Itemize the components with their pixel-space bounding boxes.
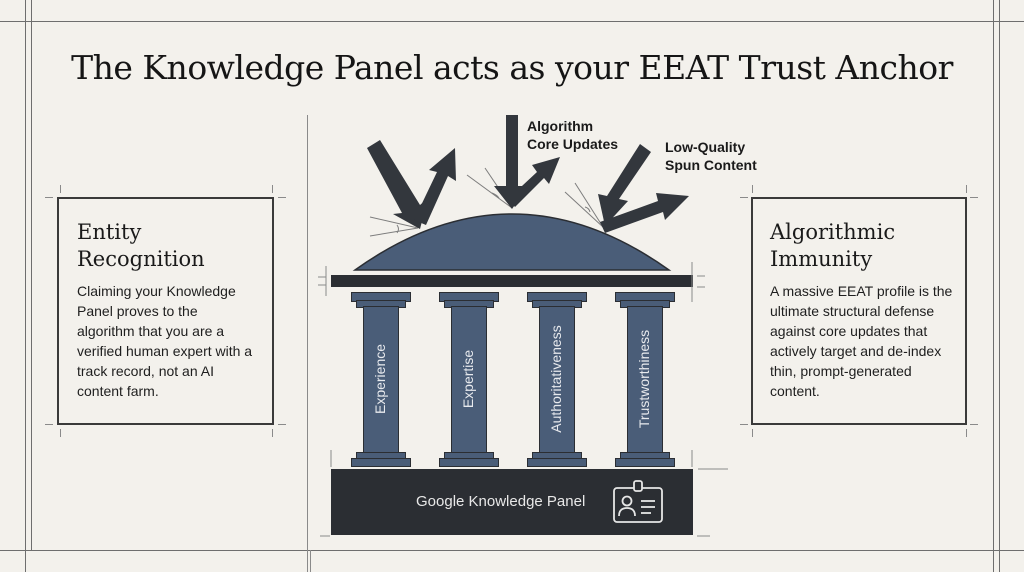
arrow-in-left [367,140,428,229]
frame-line-right-outer [999,0,1000,572]
corner-tick [45,424,53,425]
algorithm-core-updates-label: Algorithm Core Updates [527,117,618,153]
low-quality-spun-content-label: Low-Quality Spun Content [665,138,757,174]
pillar-label: Expertise [460,349,476,409]
corner-tick [278,197,286,198]
heading-line: Algorithmic [770,220,896,244]
frame-line-left-inner [31,0,32,551]
heading-line: Immunity [770,247,873,271]
deflection-arrows [367,115,689,233]
corner-tick [740,424,748,425]
corner-tick [752,429,753,437]
entablature-beam [331,275,693,287]
pillar-label: Experience [372,343,388,415]
label-line: Spun Content [665,157,757,173]
label-line: Low-Quality [665,139,746,155]
label-line: Core Updates [527,136,619,152]
corner-tick [740,197,748,198]
corner-tick [60,429,61,437]
pillar-label: Authoritativeness [548,325,564,433]
corner-tick [272,429,273,437]
frame-line-right-inner [993,0,994,572]
id-badge-icon [613,480,663,523]
entity-recognition-body: Claiming your Knowledge Panel proves to … [77,283,253,399]
dome-shape [352,213,672,271]
page-title: The Knowledge Panel acts as your EEAT Tr… [71,48,953,87]
corner-tick [966,185,967,193]
corner-tick [45,197,53,198]
arrow-out-center [508,157,560,207]
algorithmic-immunity-body: A massive EEAT profile is the ultimate s… [770,283,953,399]
heading-line: Recognition [77,247,205,271]
frame-line-left-outer [25,0,26,572]
arrow-out-right [600,193,689,233]
corner-tick [272,185,273,193]
label-line: Algorithm [527,118,594,134]
corner-tick [752,185,753,193]
corner-tick [966,429,967,437]
corner-tick [60,185,61,193]
corner-tick [970,197,978,198]
arrow-in-center [494,115,528,209]
corner-tick [970,424,978,425]
guide-line-base [310,550,311,572]
knowledge-panel-base: Google Knowledge Panel [331,469,693,535]
heading-line: Entity [77,220,142,244]
frame-line-top [0,21,1024,22]
arrow-in-right [598,144,651,226]
knowledge-panel-label: Google Knowledge Panel [416,493,586,510]
corner-tick [278,424,286,425]
arrow-out-left [414,148,456,225]
guide-line-vertical [307,115,308,572]
frame-line-bottom [0,550,1024,551]
pillar-label: Trustworthiness [636,329,652,429]
